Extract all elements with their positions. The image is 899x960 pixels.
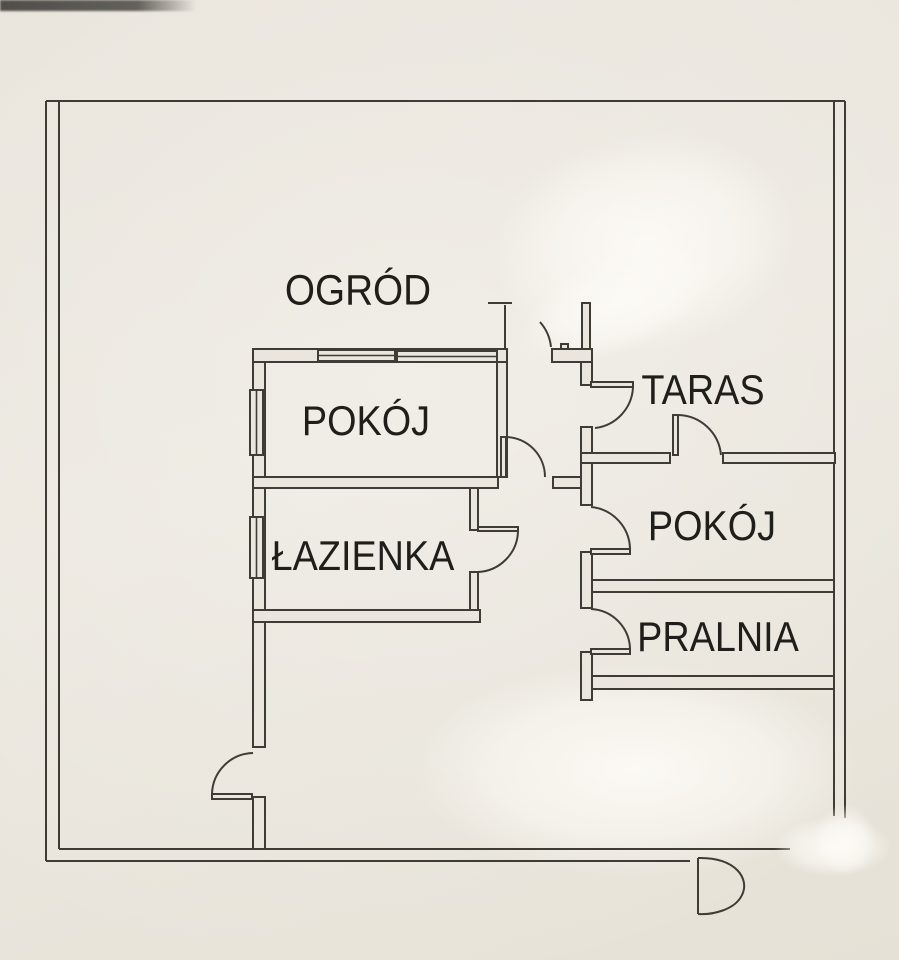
taras-south-door-arc [677, 414, 722, 456]
room-label-ogrod: OGRÓD [284, 266, 432, 315]
doors [211, 321, 722, 800]
wall-house-left-bottom [252, 796, 266, 850]
pralnia-door-leaf [590, 648, 631, 655]
wall-house-left-lower [252, 621, 266, 748]
wall-taras-left-lower [580, 426, 593, 454]
wall-corridor-right-2 [580, 551, 593, 609]
pokoj-right-door-leaf [590, 548, 631, 555]
hall-door-arc [505, 436, 546, 478]
photo-edge-artifact [0, 0, 196, 11]
wall-taras-left-mid [580, 361, 593, 386]
wall-lazienka-right-lower [469, 571, 479, 611]
gate-door-swing [697, 856, 746, 916]
wall-taras-left-upper [581, 302, 591, 350]
room-label-pralnia: PRALNIA [637, 613, 799, 660]
wall-entry-post [560, 343, 569, 350]
room-label-taras: TARAS [641, 366, 765, 413]
lazienka-door-arc [477, 530, 519, 573]
room-label-pokoj-right: POKÓJ [647, 502, 777, 549]
wall-pokoj-right-bottom [591, 579, 835, 593]
wall-divider-pokoj-lazienka [252, 476, 499, 489]
taras-west-door-arc [594, 386, 634, 429]
wall-divider-stub-right [552, 476, 582, 489]
wall-pralnia-bottom [591, 675, 835, 690]
wall-lazienka-bottom [252, 609, 481, 623]
entrance-door-arc [539, 321, 552, 348]
wall-corridor-right-1 [580, 462, 593, 506]
taras-south-door-leaf [672, 414, 679, 456]
chimney-symbol [488, 302, 512, 350]
taras-west-door-leaf [590, 381, 634, 388]
room-label-pokoj-top-left: POKÓJ [301, 397, 431, 444]
garden-door-arc [211, 752, 254, 795]
pralnia-door-arc [590, 608, 631, 650]
room-label-lazienka: ŁAZIENKA [271, 532, 455, 579]
wall-entry-step [551, 348, 593, 363]
wall-taras-bottom-right [722, 452, 836, 464]
garden-door-leaf [211, 793, 253, 800]
pokoj-right-door-arc [590, 506, 631, 550]
wall-corridor-right-3 [580, 651, 593, 701]
lazienka-door-leaf [477, 526, 519, 532]
hall-door-leaf [500, 436, 507, 478]
windows [249, 349, 498, 579]
wall-lazienka-right-upper [469, 487, 479, 531]
plot-boundary [45, 100, 846, 862]
wall-taras-bottom-left [580, 452, 671, 464]
gate-door-symbol [697, 856, 746, 916]
